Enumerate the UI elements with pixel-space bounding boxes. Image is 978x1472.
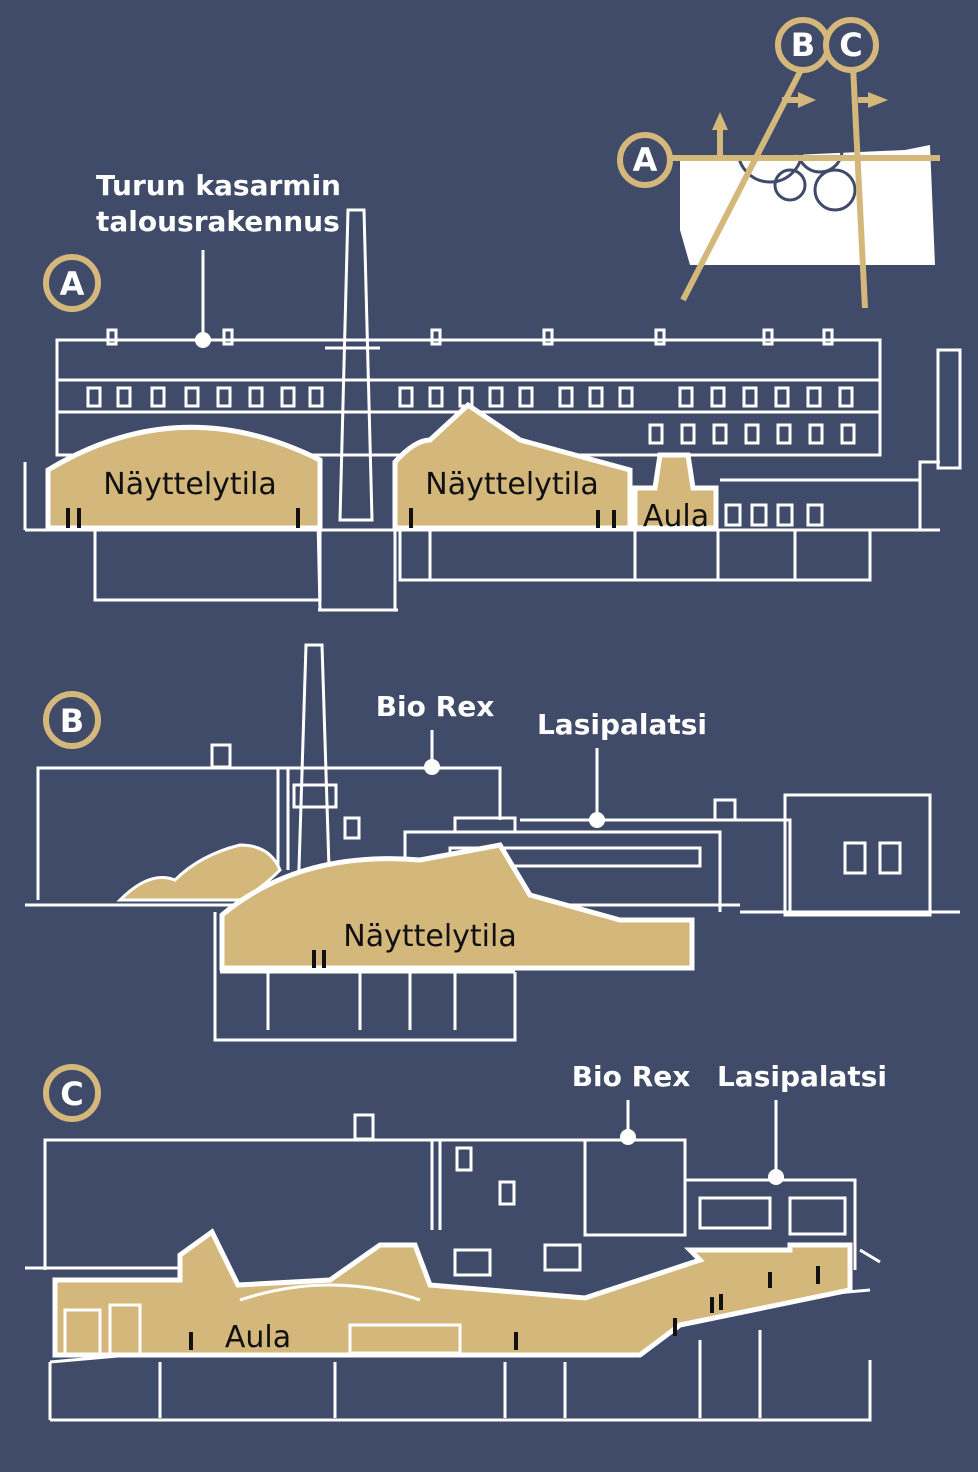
arrow-icon — [798, 92, 816, 108]
callout-bio-rex-c: Bio Rex — [572, 1060, 691, 1093]
callout-lasipalatsi-c: Lasipalatsi — [717, 1060, 887, 1093]
key-line-b — [680, 64, 806, 302]
roof-dune-b — [116, 843, 282, 902]
svg-text:B: B — [791, 26, 815, 64]
people-icon — [189, 1266, 820, 1350]
people-icon — [66, 508, 616, 528]
key-marker-b: B — [775, 17, 831, 73]
room-label-b: Näyttelytila — [343, 919, 516, 954]
key-map: A B C — [617, 17, 940, 309]
section-a: A Turun kasarmin talousrakennus — [23, 169, 962, 612]
callout-bio-rex-b: Bio Rex — [376, 690, 495, 723]
exhibition-space-a-left — [45, 424, 323, 531]
exhibition-space-b — [219, 842, 695, 971]
section-c: C Bio Rex Lasipalatsi — [25, 1060, 887, 1422]
lobby-a — [632, 452, 719, 531]
section-a-badge: A — [43, 254, 101, 312]
room-label-a-1: Näyttelytila — [103, 467, 276, 502]
svg-text:C: C — [60, 1075, 83, 1113]
section-b-badge: B — [43, 691, 101, 749]
room-label-c: Aula — [225, 1320, 291, 1355]
svg-text:B: B — [60, 702, 84, 740]
arrow-icon — [868, 92, 888, 108]
room-label-a-3: Aula — [643, 499, 709, 534]
exhibition-space-a-right — [392, 401, 633, 531]
key-line-c — [850, 65, 868, 309]
callout-talousrakennus: talousrakennus — [96, 205, 340, 238]
key-marker-c: C — [823, 17, 879, 73]
svg-text:C: C — [839, 26, 862, 64]
room-label-a-2: Näyttelytila — [425, 467, 598, 502]
section-b: B Bio Rex Lasipalatsi — [25, 643, 960, 1042]
lobby-c — [52, 1228, 853, 1358]
people-icon — [312, 950, 326, 968]
svg-text:A: A — [633, 141, 658, 179]
key-marker-a: A — [617, 132, 673, 188]
arrow-icon — [712, 112, 728, 130]
section-c-badge: C — [43, 1064, 101, 1122]
callout-turun-kasarmin: Turun kasarmin — [96, 169, 341, 202]
callout-lasipalatsi-b: Lasipalatsi — [537, 708, 707, 741]
svg-text:A: A — [60, 265, 85, 303]
